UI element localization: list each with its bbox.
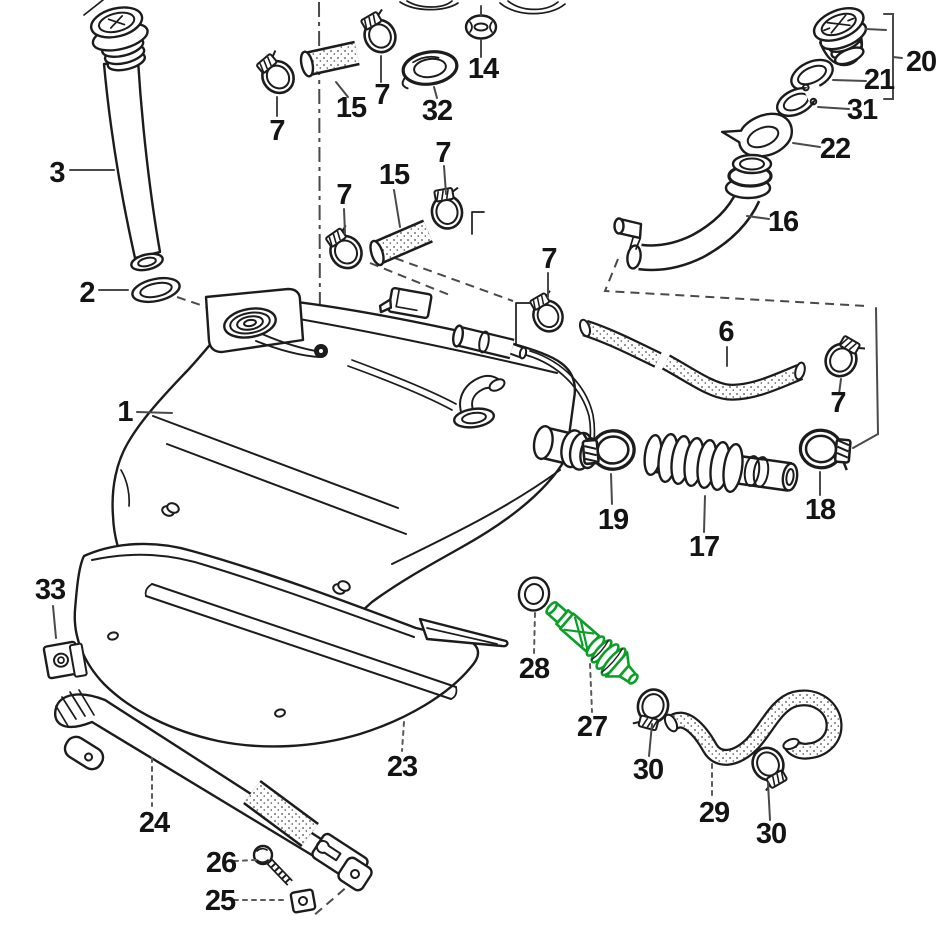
hose-clamp-7 (250, 48, 302, 101)
part-label-15[interactable]: 15 (336, 92, 368, 124)
part-label-30[interactable]: 30 (756, 818, 787, 850)
part-label-25[interactable]: 25 (205, 885, 237, 917)
part-label-7[interactable]: 7 (336, 179, 352, 211)
highlighted-valve-part-27[interactable] (538, 593, 646, 693)
part-label-14[interactable]: 14 (468, 53, 500, 85)
tank-bracket-fitting (378, 286, 433, 320)
part-label-31[interactable]: 31 (847, 94, 879, 126)
tank-stud (161, 502, 351, 595)
nut-part-25 (289, 888, 317, 914)
seal-ring-part-2 (131, 276, 181, 304)
part-label-7[interactable]: 7 (541, 243, 557, 275)
grommet-part-14 (464, 14, 498, 40)
part-label-7[interactable]: 7 (435, 137, 451, 169)
lock-ring-part-32 (401, 50, 459, 90)
tank-pipe-connector (452, 324, 528, 360)
part-label-33[interactable]: 33 (35, 574, 67, 606)
part-label-26[interactable]: 26 (206, 847, 238, 879)
part-label-16[interactable]: 16 (768, 206, 800, 238)
hose-clamp-18 (797, 426, 853, 472)
part-label-7[interactable]: 7 (830, 387, 846, 419)
snap-ring-part-31 (775, 82, 824, 117)
hose-clamp-7 (354, 7, 403, 60)
part-label-2[interactable]: 2 (79, 277, 95, 309)
bellows-hose-part-17 (643, 433, 799, 493)
hose-clamp-7 (523, 288, 570, 338)
hose-15-upper (299, 40, 360, 78)
part-label-30[interactable]: 30 (633, 754, 664, 786)
part-label-27[interactable]: 27 (577, 711, 608, 743)
part-label-19[interactable]: 19 (598, 504, 630, 536)
vent-hose-part-29 (663, 689, 843, 766)
part-label-23[interactable]: 23 (387, 751, 419, 783)
gasket-part-22 (720, 112, 793, 158)
part-label-21[interactable]: 21 (864, 64, 896, 96)
bolt-part-26 (252, 844, 293, 886)
filler-hose-part-16 (613, 153, 773, 272)
construction-lines (83, 0, 903, 918)
tank-vent-elbow (452, 374, 506, 429)
filler-neck-part-3 (89, 6, 164, 272)
part-label-6[interactable]: 6 (718, 316, 735, 348)
hose-clamp-7 (818, 331, 867, 384)
part-label-15[interactable]: 15 (379, 159, 411, 191)
vent-hose-part-6 (578, 318, 806, 401)
strap-part-24 (53, 689, 373, 892)
part-label-29[interactable]: 29 (699, 797, 731, 829)
clip-nut-part-33 (42, 640, 88, 680)
part-label-1[interactable]: 1 (117, 396, 134, 428)
part-label-3[interactable]: 3 (49, 157, 66, 189)
part-label-18[interactable]: 18 (805, 494, 837, 526)
part-label-17[interactable]: 17 (689, 531, 720, 563)
part-labels: 3 2 7 15 7 32 14 20 21 31 22 16 15 7 7 7… (35, 46, 937, 917)
part-label-22[interactable]: 22 (820, 133, 851, 165)
tank-vent-hole (314, 344, 328, 358)
part-label-7[interactable]: 7 (269, 115, 285, 147)
part-label-32[interactable]: 32 (422, 95, 453, 127)
part-label-24[interactable]: 24 (139, 807, 171, 839)
part-label-28[interactable]: 28 (519, 653, 551, 685)
seal-ring-part-28 (517, 576, 551, 612)
cover-part-23 (73, 542, 509, 748)
part-label-7[interactable]: 7 (374, 79, 390, 111)
leader-lines (52, 5, 887, 901)
part-label-20[interactable]: 20 (906, 46, 937, 78)
fuel-cap-part-20 (812, 7, 868, 67)
hose-15-lower (369, 219, 433, 267)
